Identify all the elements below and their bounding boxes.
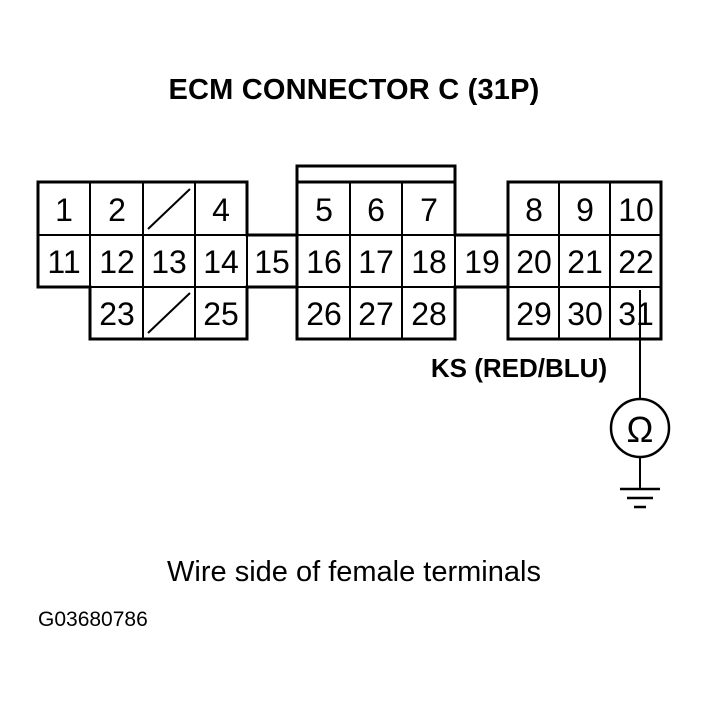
pin-29-label: 29 bbox=[516, 296, 552, 332]
diagram-caption: Wire side of female terminals bbox=[167, 556, 541, 588]
pin-9-label: 9 bbox=[576, 192, 594, 228]
pin-14-label: 14 bbox=[203, 244, 239, 280]
pin-28-label: 28 bbox=[411, 296, 447, 332]
pin-7-label: 7 bbox=[420, 192, 438, 228]
pin-10-label: 10 bbox=[618, 192, 654, 228]
ohm-symbol: Ω bbox=[627, 409, 654, 450]
pin-1-label: 1 bbox=[55, 192, 73, 228]
pin-20-label: 20 bbox=[516, 244, 552, 280]
cell-dividers bbox=[38, 182, 661, 339]
pin-27-label: 27 bbox=[358, 296, 394, 332]
ground-icon bbox=[620, 487, 660, 509]
wire-label: KS (RED/BLU) bbox=[431, 353, 607, 383]
pin-13-label: 13 bbox=[151, 244, 187, 280]
pin-26-label: 26 bbox=[306, 296, 342, 332]
pin-23-label: 23 bbox=[99, 296, 135, 332]
pin-31-label: 31 bbox=[618, 296, 654, 332]
pin-17-label: 17 bbox=[358, 244, 394, 280]
pin-11-label: 11 bbox=[47, 244, 80, 280]
pin-4-label: 4 bbox=[212, 192, 230, 228]
pin-2-label: 2 bbox=[108, 192, 126, 228]
pin-21-label: 21 bbox=[567, 244, 603, 280]
pin-8-label: 8 bbox=[525, 192, 543, 228]
empty-cavity-24 bbox=[147, 292, 191, 334]
figure-code: G03680786 bbox=[38, 608, 148, 631]
pin-30-label: 30 bbox=[567, 296, 603, 332]
pin-25-label: 25 bbox=[203, 296, 239, 332]
pin-5-label: 5 bbox=[315, 192, 333, 228]
pin-22-label: 22 bbox=[618, 244, 654, 280]
pin-18-label: 18 bbox=[411, 244, 447, 280]
empty-cavity-3 bbox=[147, 188, 191, 230]
pin-19-label: 19 bbox=[464, 244, 500, 280]
pin-16-label: 16 bbox=[306, 244, 342, 280]
diagram-title: ECM CONNECTOR C (31P) bbox=[168, 74, 540, 106]
pin-6-label: 6 bbox=[367, 192, 385, 228]
pin-15-label: 15 bbox=[254, 244, 290, 280]
pin-12-label: 12 bbox=[99, 244, 135, 280]
